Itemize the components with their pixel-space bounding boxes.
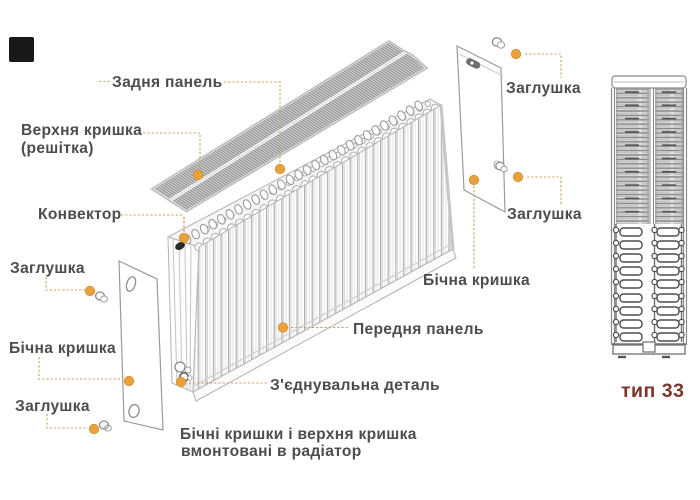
- svg-text:(решітка): (решітка): [21, 140, 94, 157]
- svg-text:Верхня кришка: Верхня кришка: [21, 122, 142, 139]
- svg-text:Бічна кришка: Бічна кришка: [9, 340, 116, 357]
- svg-text:вмонтовані в радіатор: вмонтовані в радіатор: [181, 443, 362, 460]
- svg-text:Передня панель: Передня панель: [353, 321, 484, 338]
- svg-text:Заглушка: Заглушка: [506, 80, 581, 97]
- svg-text:Бічні кришки і верхня кришка: Бічні кришки і верхня кришка: [180, 426, 417, 443]
- svg-text:Задня панель: Задня панель: [112, 74, 222, 91]
- svg-text:З'єднувальна деталь: З'єднувальна деталь: [270, 377, 440, 394]
- svg-text:Бічна кришка: Бічна кришка: [423, 272, 530, 289]
- svg-text:Заглушка: Заглушка: [10, 260, 85, 277]
- svg-text:тип 33: тип 33: [621, 380, 684, 402]
- svg-text:Заглушка: Заглушка: [15, 398, 90, 415]
- svg-text:Конвектор: Конвектор: [38, 206, 122, 223]
- svg-text:Заглушка: Заглушка: [507, 206, 582, 223]
